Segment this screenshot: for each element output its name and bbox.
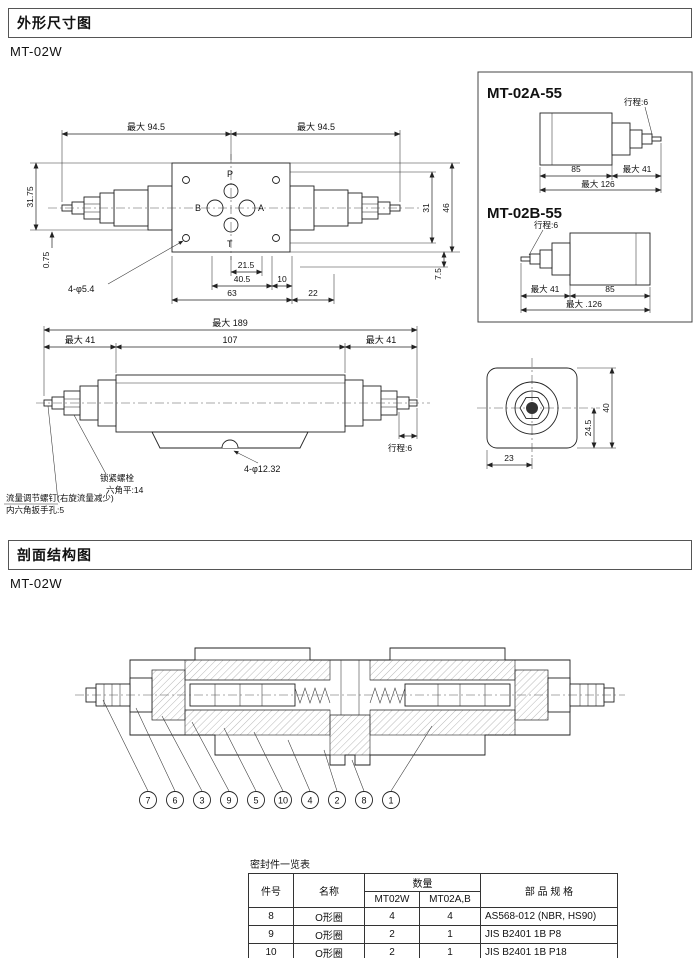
mt02b-title: MT-02B-55	[487, 205, 562, 222]
port-a-label: A	[258, 203, 264, 213]
dim-max189: 最大 189	[212, 317, 248, 328]
col-header-mt02ab: MT02A,B	[419, 891, 481, 908]
callout-leaders	[102, 699, 433, 792]
callout-number: 4	[307, 796, 312, 806]
col-header-qty: 数量	[364, 873, 481, 892]
mt02a-dim-85: 85	[571, 164, 581, 174]
cell-qty-ab: 1	[419, 925, 481, 944]
callout-number: 3	[199, 796, 204, 806]
dim-22: 22	[308, 288, 318, 298]
col-header-spec: 部 品 规 格	[480, 873, 618, 908]
model-label-outline: MT-02W	[10, 44, 63, 59]
callout-number: 10	[278, 796, 288, 806]
dim-405: 40.5	[234, 274, 251, 284]
callout-number: 5	[253, 796, 258, 806]
mt02b-dim-126: 最大 .126	[566, 299, 602, 309]
end-view: 24.5 40 23	[477, 358, 616, 469]
seal-table-title: 密封件一览表	[250, 860, 310, 871]
cell-spec: JIS B2401 1B P18	[480, 943, 618, 958]
mt02b-dim-41: 最大 41	[531, 284, 560, 294]
callout-bubbles: 7 6 3 9 5 10 4 2 8 1	[139, 791, 400, 809]
callout-number: 7	[145, 796, 150, 806]
port-t-label: T	[227, 239, 233, 249]
structure-section-header: 剖面结构图	[8, 540, 692, 570]
dim-max41-right: 最大 41	[366, 334, 397, 345]
cell-part-no: 8	[248, 907, 294, 926]
hole-label-1232: 4-φ12.32	[244, 464, 280, 474]
mt02a-title: MT-02A-55	[487, 85, 562, 102]
dim-245: 24.5	[583, 419, 593, 436]
dim-75-bottom: 7.5	[433, 268, 443, 280]
cell-part-no: 10	[248, 943, 294, 958]
table-row: 9 O形圈 2 1 JIS B2401 1B P8	[248, 925, 618, 944]
cell-qty-w: 2	[364, 925, 420, 944]
mt02b-dim-85: 85	[605, 284, 615, 294]
seal-parts-table: 密封件一览表 件号 名称 数量 部 品 规 格 MT02W MT02A,B 8 …	[248, 856, 618, 958]
cell-spec: AS568-012 (NBR, HS90)	[480, 907, 618, 926]
note-hex-socket: 内六角扳手孔:5	[6, 505, 64, 515]
dim-31: 31	[421, 203, 431, 213]
cell-name: O形圈	[293, 907, 365, 926]
mt02a-dim-41: 最大 41	[623, 164, 652, 174]
cell-name: O形圈	[293, 943, 365, 958]
cross-section-body	[75, 647, 625, 766]
side-view: 最大 189 最大 41 107 最大 41 行程:6 4-φ12.32 锁紧螺…	[4, 317, 430, 515]
dim-max41-left: 最大 41	[65, 334, 96, 345]
cell-name: O形圈	[293, 925, 365, 944]
dim-40: 40	[601, 403, 611, 413]
callout-number: 1	[388, 796, 393, 806]
col-header-mt02w: MT02W	[364, 891, 420, 908]
cell-spec: JIS B2401 1B P8	[480, 925, 618, 944]
port-b-label: B	[195, 203, 201, 213]
dim-46: 46	[441, 203, 451, 213]
outline-section-header: 外形尺寸图	[8, 8, 692, 38]
dim-10: 10	[277, 274, 287, 284]
cell-part-no: 9	[248, 925, 294, 944]
structure-section-title: 剖面结构图	[17, 547, 92, 563]
mt02a-dim-126: 最大 126	[581, 179, 615, 189]
dim-215: 21.5	[238, 260, 255, 270]
port-p-label: P	[227, 169, 233, 179]
col-header-part-no: 件号	[248, 873, 294, 908]
callout-number: 9	[226, 796, 231, 806]
callout-number: 2	[334, 796, 339, 806]
dim-107: 107	[222, 335, 237, 345]
hole-label-545: 4-φ5.4	[68, 284, 94, 294]
note-lock-bolt: 锁紧螺栓	[100, 473, 135, 483]
table-row: 10 O形圈 2 1 JIS B2401 1B P18	[248, 943, 618, 958]
dim-23: 23	[504, 453, 514, 463]
top-view: P B A T 最大 94.5 最大 94.5 31.75 0.75	[25, 121, 460, 304]
cell-qty-w: 2	[364, 943, 420, 958]
mt02ab-box: MT-02A-55 行程:6 85 最大 41 最大 126 MT-02B-55	[477, 71, 693, 323]
dim-max945-right: 最大 94.5	[297, 121, 335, 132]
mt02a-stroke-label: 行程:6	[624, 97, 648, 107]
cross-section-drawing: 7 6 3 9 5 10 4 2 8 1	[75, 647, 625, 809]
callout-number: 8	[361, 796, 366, 806]
outline-section-title: 外形尺寸图	[17, 15, 92, 31]
dim-max945-left: 最大 94.5	[127, 121, 165, 132]
dim-3175: 31.75	[25, 186, 35, 208]
dim-075: 0.75	[41, 251, 51, 268]
dim-63: 63	[227, 288, 237, 298]
sideview-stroke-label: 行程:6	[388, 443, 412, 453]
note-flow-adjust: 流量调节螺钉(右旋流量减少)	[6, 493, 114, 503]
callout-number: 6	[172, 796, 177, 806]
col-header-name: 名称	[293, 873, 365, 908]
model-label-structure: MT-02W	[10, 576, 63, 591]
mt02b-stroke-label: 行程:6	[534, 220, 558, 230]
seal-table: 件号 名称 数量 部 品 规 格 MT02W MT02A,B 8 O形圈 4 4…	[248, 873, 618, 958]
outline-dimension-drawing: P B A T 最大 94.5 最大 94.5 31.75 0.75	[4, 71, 693, 515]
cell-qty-ab: 4	[419, 907, 481, 926]
table-row: 8 O形圈 4 4 AS568-012 (NBR, HS90)	[248, 907, 618, 926]
note-hex-flat: 六角平:14	[106, 485, 144, 495]
cell-qty-w: 4	[364, 907, 420, 926]
cell-qty-ab: 1	[419, 943, 481, 958]
